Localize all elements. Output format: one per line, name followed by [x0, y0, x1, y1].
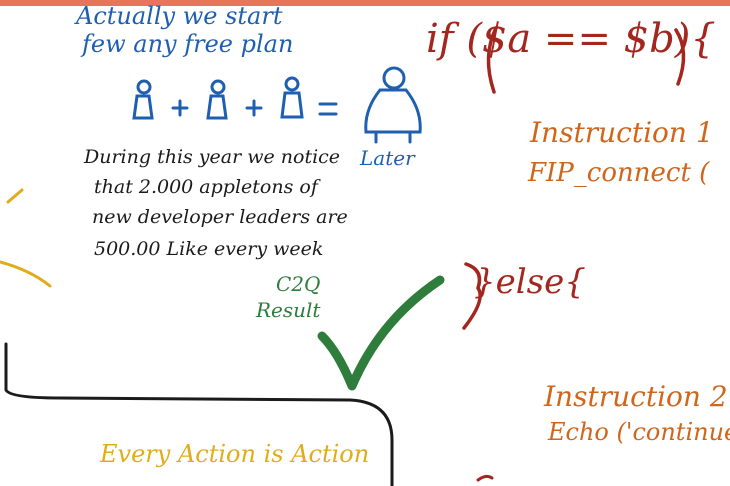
note-green-line1: C2Q: [276, 272, 321, 296]
brace-close-else: [462, 262, 482, 330]
plus-icon: [245, 99, 263, 117]
note-blue-line2: few any free plan: [82, 30, 294, 58]
yellow-stroke: [0, 260, 52, 288]
equals-icon: [318, 102, 338, 116]
bracket-close: [674, 28, 686, 86]
note-black-line2: that 2.000 appletons of: [94, 176, 318, 198]
code-if-line: if ($a == $b){: [426, 16, 716, 62]
note-black-line1: During this year we notice: [84, 146, 341, 168]
person-icon: [206, 79, 228, 120]
large-person-icon: [364, 66, 422, 144]
bracket-open: [486, 26, 498, 94]
checkmark-icon: [317, 275, 445, 391]
box-outline: [4, 342, 394, 486]
code-instruction-2: Instruction 2: [544, 380, 728, 413]
top-accent-bar: [0, 0, 730, 6]
code-instruction-1: Instruction 1: [530, 116, 714, 149]
note-blue-line1: Actually we start: [76, 2, 283, 30]
note-green-line2: Result: [256, 298, 321, 322]
yellow-stroke: [6, 188, 24, 204]
note-black-line4: 500.00 Like every week: [94, 238, 324, 260]
plus-icon: [171, 99, 189, 117]
person-icon: [280, 76, 304, 119]
note-yellow-line1: Every Action is Action: [100, 440, 370, 468]
red-stroke: [476, 474, 494, 482]
code-call-1: FIP_connect (: [528, 158, 710, 188]
note-blue-later: Later: [360, 146, 415, 170]
person-icon: [132, 79, 154, 120]
code-call-2: Echo ('continue: [548, 418, 730, 446]
code-else-line: }else{: [474, 262, 586, 302]
note-black-line3: new developer leaders are: [92, 206, 348, 228]
